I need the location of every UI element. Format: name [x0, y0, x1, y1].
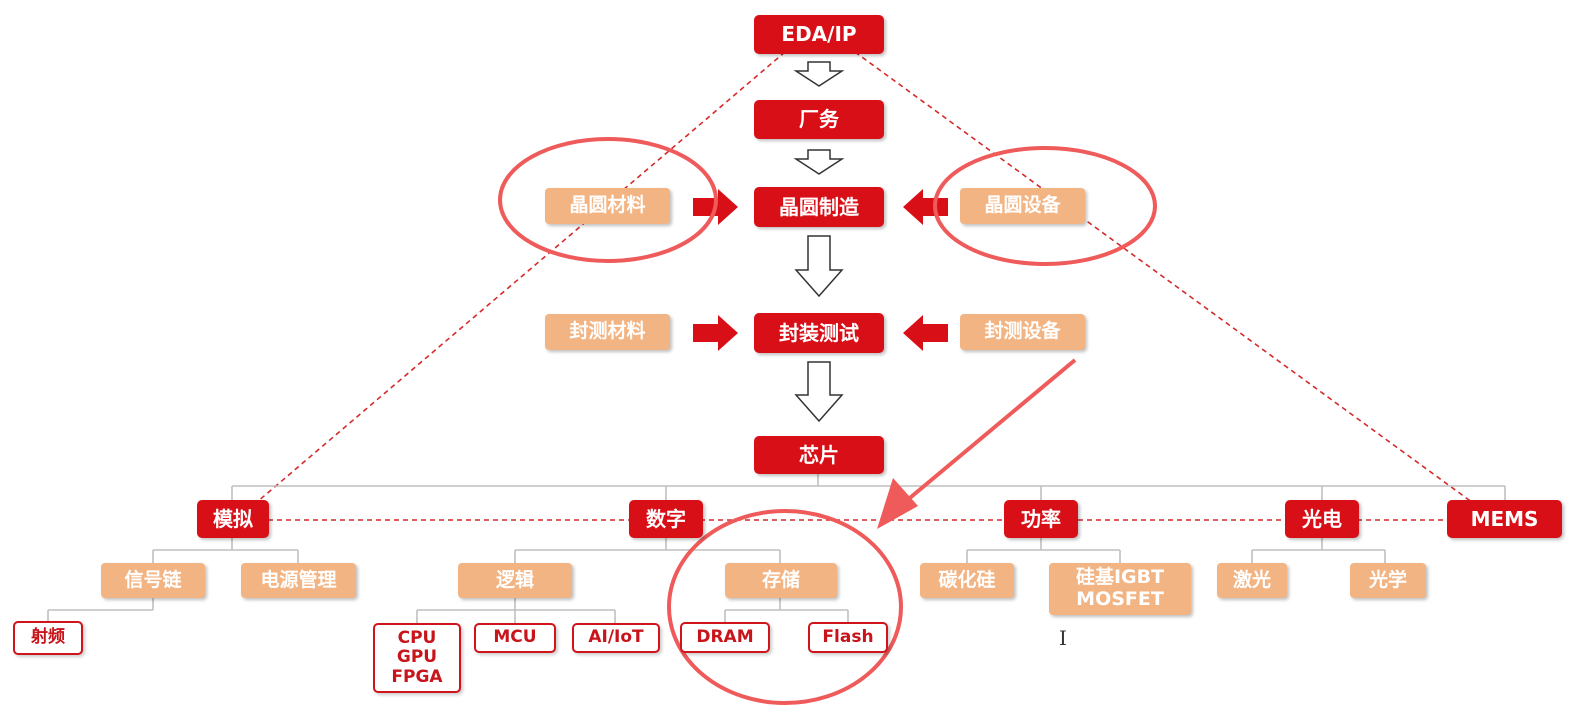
node-laser: 激光 [1217, 563, 1287, 598]
node-dram: DRAM [680, 622, 770, 653]
node-silicon-carbide: 碳化硅 [920, 563, 1014, 598]
node-logic: 逻辑 [458, 563, 572, 598]
node-wafer-equipment: 晶圆设备 [960, 188, 1085, 224]
node-flash: Flash [808, 622, 888, 653]
highlight-circle-wafer-equipment [933, 146, 1157, 266]
node-power-management: 电源管理 [241, 563, 356, 598]
node-digital: 数字 [629, 500, 703, 538]
left-arrow-icon [903, 189, 948, 225]
dashed-lines [249, 51, 1481, 521]
annotation-arrow-line [903, 358, 1077, 504]
node-rf: 射频 [13, 621, 83, 655]
node-cpu-gpu-fpga: CPU GPU FPGA [373, 623, 461, 693]
node-optics: 光学 [1350, 563, 1426, 598]
node-ai-iot: AI/IoT [572, 623, 660, 653]
node-mems: MEMS [1447, 500, 1562, 538]
tree-connectors [47, 474, 1506, 623]
node-memory: 存储 [725, 563, 837, 598]
node-wafer-manufacturing: 晶圆制造 [754, 187, 884, 227]
node-silicon-igbt-mosfet: 硅基IGBT MOSFET [1049, 563, 1191, 615]
dashed-line-right [854, 51, 1481, 509]
node-signal-chain: 信号链 [101, 563, 205, 598]
highlight-circle-wafer-materials [498, 137, 718, 263]
node-power: 功率 [1004, 500, 1078, 538]
down-arrow-icon [793, 149, 845, 175]
dashed-line-left [249, 51, 786, 509]
node-chip: 芯片 [754, 436, 884, 474]
node-eda-ip: EDA/IP [754, 15, 884, 54]
down-arrow-icon [794, 235, 844, 298]
annotation-arrow-head-icon [877, 478, 918, 529]
node-analog: 模拟 [197, 500, 269, 538]
text-cursor-icon: I [1059, 626, 1067, 650]
node-packaging-materials: 封测材料 [545, 314, 670, 350]
node-wafer-materials: 晶圆材料 [545, 188, 670, 224]
node-optoelectronic: 光电 [1285, 500, 1359, 538]
down-arrow-icon [794, 361, 844, 423]
right-arrow-icon [693, 315, 738, 351]
highlight-circle-memory [667, 509, 903, 705]
node-foundry: 厂务 [754, 100, 884, 139]
node-packaging-testing: 封装测试 [754, 313, 884, 353]
highlight-annotations [498, 137, 1157, 705]
node-mcu: MCU [474, 623, 556, 653]
flow-arrows [793, 61, 845, 423]
left-arrow-icon [903, 315, 948, 351]
down-arrow-icon [793, 61, 845, 87]
node-packaging-equipment: 封测设备 [960, 314, 1085, 350]
input-arrows [693, 189, 948, 351]
